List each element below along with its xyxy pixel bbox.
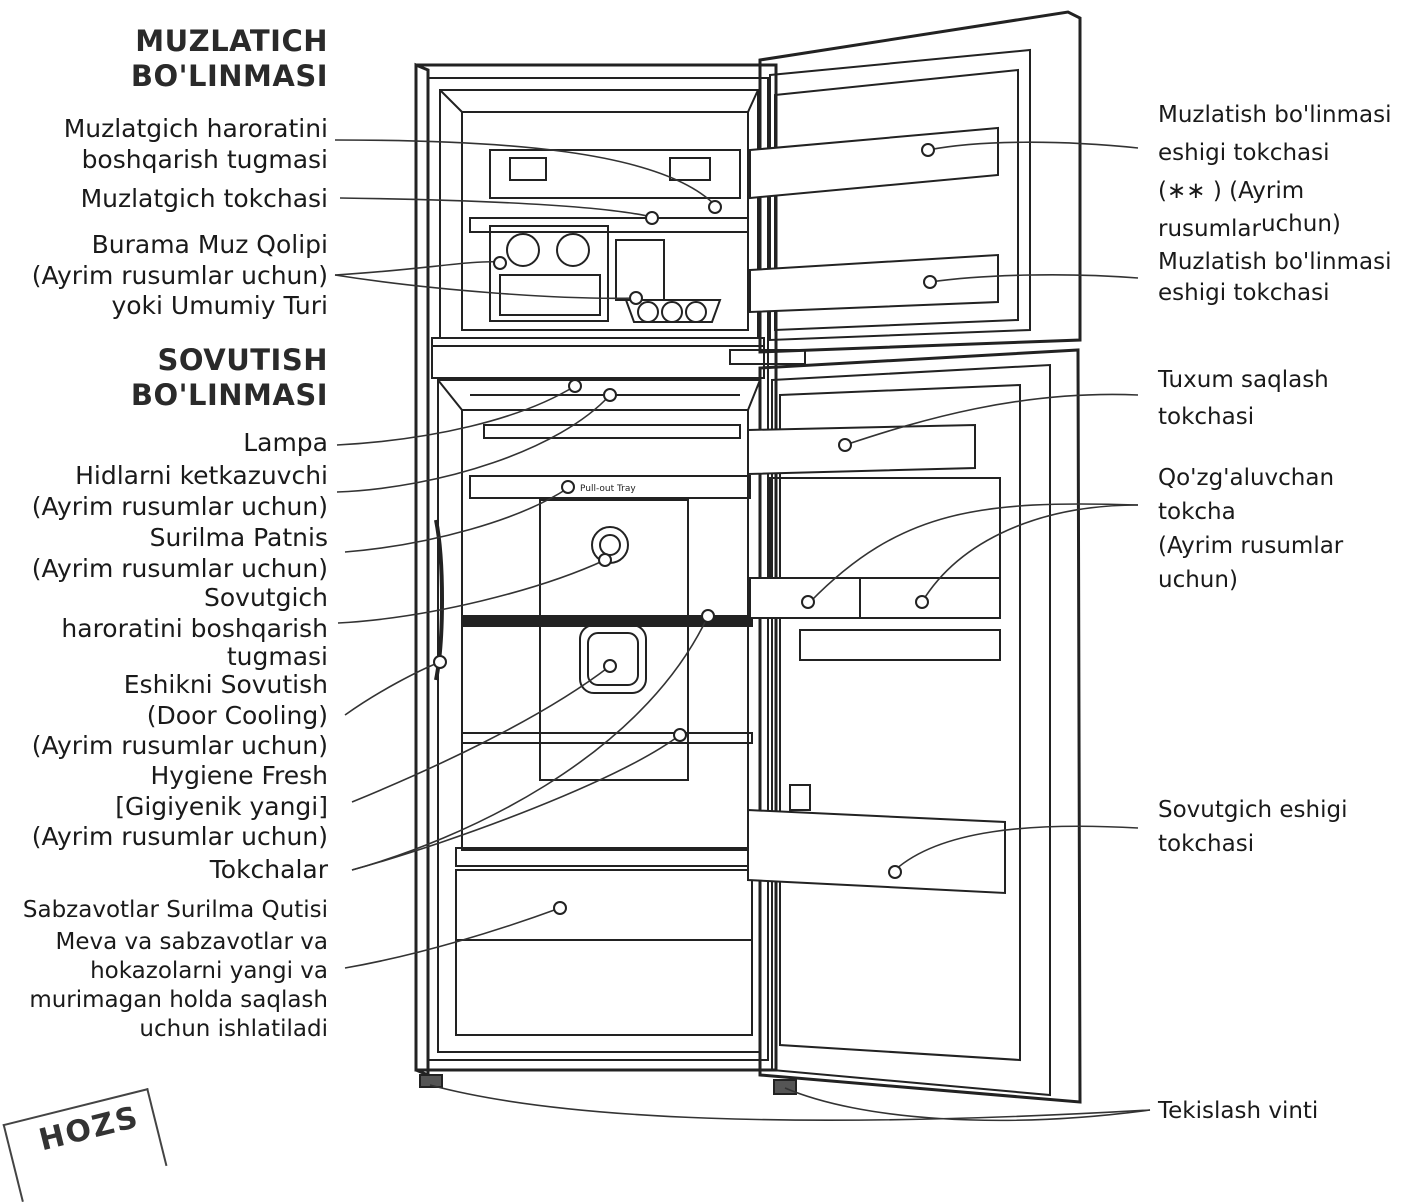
- label-line: (Ayrim rusumlar uchun): [31, 491, 328, 521]
- fridge-compartment-header: SOVUTISH BO'LINMASI: [0, 343, 328, 413]
- label-line: tokchasi: [1158, 404, 1255, 430]
- freezer-door-shelf-label: Muzlatish bo'linmasi eshigi tokchasi: [1158, 247, 1391, 309]
- label-line: tokcha: [1158, 499, 1236, 525]
- twist-ice-tray-label: Burama Muz Qolipi (Ayrim rusumlar uchun)…: [0, 230, 328, 322]
- freezer-shelf-label: Muzlatgich tokchasi: [80, 184, 328, 213]
- leader-lines: [334, 139, 1151, 1122]
- label-line: hokazolarni yangi va: [90, 958, 328, 984]
- label-line: Qo'zg'aluvchan: [1158, 465, 1335, 491]
- refrigerator-diagram: Pull-out Tray: [334, 10, 1151, 1122]
- fridge-header-line2: BO'LINMASI: [130, 378, 328, 412]
- label-line: (Ayrim rusumlar uchun): [31, 731, 328, 760]
- label-line: boshqarish tugmasi: [81, 144, 328, 174]
- vegetable-drawer-description: Meva va sabzavotlar va hokazolarni yangi…: [0, 928, 328, 1044]
- label-line: haroratini boshqarish: [61, 613, 328, 643]
- label-line: Surilma Patnis: [149, 523, 328, 552]
- label-line: yoki Umumiy Turi: [111, 291, 328, 320]
- leveling-screw-label: Tekislash vinti: [1158, 1098, 1319, 1124]
- freezer-door-shelf-star-label: Muzlatish bo'linmasi eshigi tokchasi (∗∗…: [1158, 96, 1391, 248]
- movable-shelf-label: Qo'zg'aluvchan tokcha (Ayrim rusumlar uc…: [1158, 461, 1343, 597]
- fridge-door: [729, 348, 1082, 1104]
- label-line: Muzlatish bo'linmasi: [1158, 249, 1392, 275]
- label-line: (Ayrim rusumlar uchun): [31, 553, 328, 583]
- label-line: murimagan holda saqlash: [29, 987, 328, 1013]
- pull-out-tray-text: Pull-out Tray: [580, 484, 636, 494]
- label-line: Muzlatish bo'linmasi: [1158, 102, 1392, 128]
- freezer-compartment-header: MUZLATICH BO'LINMASI: [0, 24, 328, 94]
- shelves-label: Tokchalar: [209, 855, 328, 884]
- label-line: (∗∗ ) (Ayrim: [1158, 178, 1305, 204]
- fridge-temp-control-label: Sovutgich haroratini boshqarish tugmasi: [0, 583, 328, 670]
- label-part: uchun): [1260, 211, 1341, 237]
- freezer-door: [749, 10, 1082, 354]
- label-line: rusumlaruchun): [1158, 210, 1391, 248]
- label-part: rusumlar: [1158, 216, 1261, 242]
- label-line: [Gigiyenik yangi]: [115, 791, 328, 821]
- label-line: tugmasi: [226, 642, 328, 671]
- callout-dots: [433, 143, 937, 915]
- freezer-header-line2: BO'LINMASI: [130, 59, 328, 93]
- hygiene-fresh-label: Hygiene Fresh [Gigiyenik yangi] (Ayrim r…: [0, 761, 328, 853]
- door-cooling-label: Eshikni Sovutish (Door Cooling) (Ayrim r…: [0, 670, 328, 762]
- label-line: uchun ishlatiladi: [139, 1016, 328, 1042]
- leveling-feet: [419, 1074, 797, 1095]
- refrigerator-cabinet: [414, 62, 778, 1078]
- label-line: (Ayrim rusumlar uchun): [31, 260, 328, 290]
- label-line: Sovutgich eshigi: [1158, 797, 1348, 823]
- fridge-header-line1: SOVUTISH: [157, 343, 328, 377]
- fridge-door-shelf-label: Sovutgich eshigi tokchasi: [1158, 793, 1348, 861]
- label-line: uchun): [1158, 567, 1238, 593]
- label-line: Tuxum saqlash: [1158, 367, 1329, 393]
- freezer-header-line1: MUZLATICH: [135, 24, 328, 58]
- egg-tray-label: Tuxum saqlash tokchasi: [1158, 362, 1329, 436]
- pullout-tray-label: Surilma Patnis (Ayrim rusumlar uchun): [0, 523, 328, 584]
- label-line: Muzlatgich haroratini: [63, 114, 328, 143]
- label-line: (Door Cooling): [146, 700, 328, 730]
- deodorizer-label: Hidlarni ketkazuvchi (Ayrim rusumlar uch…: [0, 461, 328, 522]
- freezer-temp-control-label: Muzlatgich haroratini boshqarish tugmasi: [0, 114, 328, 175]
- label-line: eshigi tokchasi: [1158, 280, 1330, 306]
- vegetable-drawer-label: Sabzavotlar Surilma Qutisi: [22, 897, 328, 923]
- freezer-interior: [469, 149, 749, 323]
- label-line: Burama Muz Qolipi: [91, 230, 328, 259]
- label-line: Eshikni Sovutish: [123, 670, 328, 699]
- label-line: Hidlarni ketkazuvchi: [75, 461, 328, 490]
- label-line: Hygiene Fresh: [150, 761, 328, 790]
- label-line: Sovutgich: [203, 583, 328, 612]
- label-line: Meva va sabzavotlar va: [55, 929, 328, 955]
- label-line: (Ayrim rusumlar uchun): [31, 822, 328, 851]
- label-line: (Ayrim rusumlar: [1158, 533, 1344, 559]
- lamp-label: Lampa: [243, 428, 328, 457]
- label-line: eshigi tokchasi: [1158, 140, 1330, 166]
- label-line: tokchasi: [1158, 831, 1255, 857]
